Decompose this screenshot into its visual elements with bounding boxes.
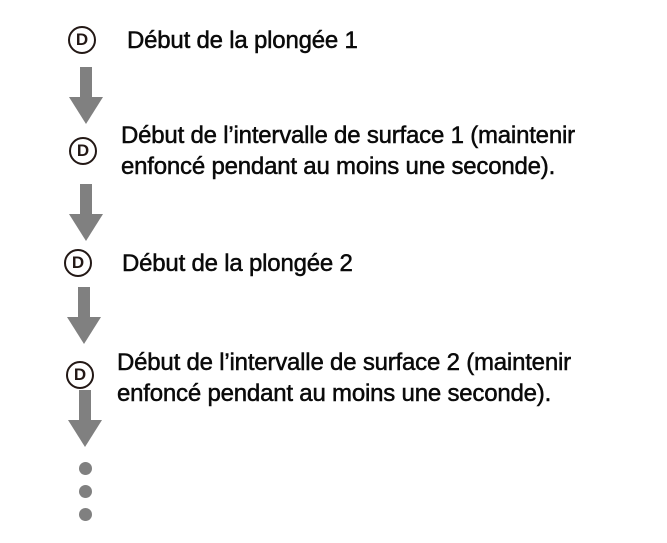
arrow-head	[67, 317, 101, 344]
arrow-shaft	[79, 390, 91, 420]
arrow-shaft	[80, 184, 92, 214]
arrow-head	[69, 97, 103, 124]
step-label-surface-interval-2: Début de l’intervalle de surface 2 (main…	[117, 347, 572, 409]
arrow-shaft	[78, 287, 90, 317]
continuation-dot	[79, 485, 92, 498]
arrow-shaft	[80, 67, 92, 97]
arrow-head	[69, 214, 103, 241]
d-button-icon: D	[69, 137, 97, 165]
d-button-icon: D	[66, 361, 94, 389]
d-button-icon: D	[64, 249, 92, 277]
down-arrow-icon	[69, 184, 103, 241]
step-label-line-1: Début de l’intervalle de surface 2 (main…	[117, 349, 572, 377]
step-label-line-1: Début de l’intervalle de surface 1 (main…	[121, 122, 576, 150]
down-arrow-icon	[67, 287, 101, 344]
down-arrow-icon	[69, 67, 103, 124]
step-label-dive-1: Début de la plongée 1	[127, 27, 358, 55]
down-arrow-icon	[68, 390, 102, 447]
d-button-icon: D	[68, 26, 96, 54]
continuation-dot	[79, 462, 92, 475]
step-label-dive-2: Début de la plongée 2	[122, 250, 353, 278]
arrow-head	[68, 420, 102, 447]
step-label-line-2: enfoncé pendant au moins une seconde).	[121, 153, 556, 181]
step-label-line-2: enfoncé pendant au moins une seconde).	[117, 380, 552, 408]
continuation-dot	[79, 508, 92, 521]
step-label-surface-interval-1: Début de l’intervalle de surface 1 (main…	[121, 120, 576, 182]
